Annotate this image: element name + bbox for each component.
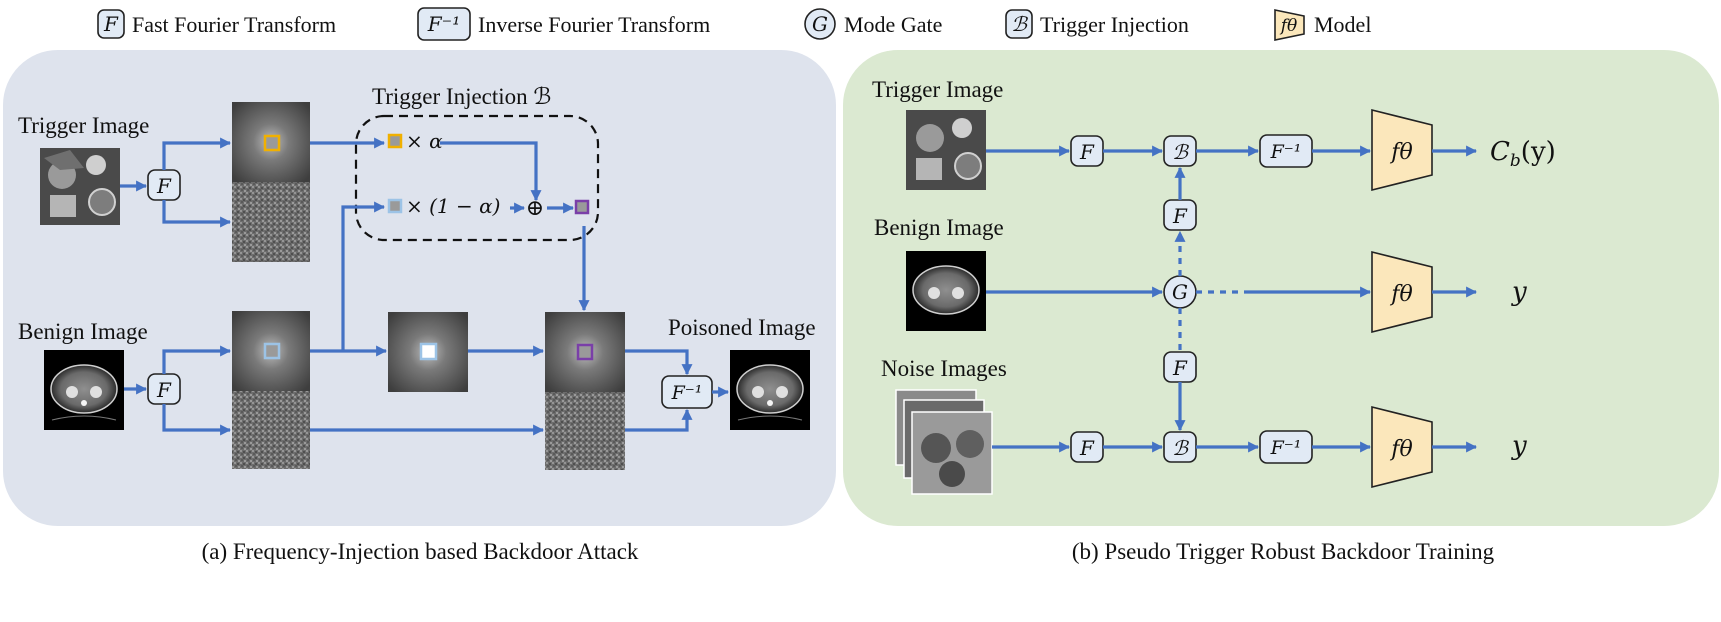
legend-inject-text: Trigger Injection bbox=[1040, 12, 1189, 37]
panel-a: Trigger Image Benign Image Poisoned Imag… bbox=[3, 50, 836, 526]
svg-text:F: F bbox=[1079, 436, 1095, 460]
a-alpha-term: × α bbox=[406, 129, 443, 153]
b-benign-label: Benign Image bbox=[874, 215, 1004, 240]
svg-text:F⁻¹: F⁻¹ bbox=[1270, 437, 1302, 459]
a-ifft-box: F⁻¹ bbox=[661, 375, 713, 409]
b-trigger-label: Trigger Image bbox=[872, 77, 1003, 102]
legend-gate-text: Mode Gate bbox=[844, 12, 942, 37]
b-ifft-box-top: F⁻¹ bbox=[1259, 134, 1313, 168]
svg-text:fθ: fθ bbox=[1389, 140, 1412, 165]
b-output-trigger: Cb(y) bbox=[1490, 137, 1556, 171]
legend-fft: F Fast Fourier Transform bbox=[97, 9, 336, 39]
a-trigger-image bbox=[40, 148, 120, 225]
a-poisoned-label: Poisoned Image bbox=[668, 315, 816, 340]
legend-ifft-text: Inverse Fourier Transform bbox=[478, 12, 710, 37]
legend-model-text: Model bbox=[1314, 12, 1371, 37]
svg-text:ℬ: ℬ bbox=[1172, 436, 1189, 460]
b-model-middle: fθ bbox=[1371, 250, 1433, 334]
b-model-top: fθ bbox=[1371, 108, 1433, 192]
svg-text:F: F bbox=[1079, 140, 1095, 164]
b-trigger-image bbox=[906, 110, 986, 190]
a-injected-patch bbox=[574, 199, 590, 215]
svg-text:F⁻¹: F⁻¹ bbox=[1270, 141, 1302, 163]
a-fft-box-trigger: F bbox=[147, 169, 181, 201]
b-noise-images bbox=[895, 389, 993, 495]
svg-text:ℬ: ℬ bbox=[1172, 140, 1189, 164]
legend-inject: ℬ Trigger Injection bbox=[1005, 9, 1189, 39]
a-trigger-amplitude-spectrum bbox=[232, 102, 310, 182]
svg-text:F: F bbox=[156, 174, 172, 198]
legend-gate-symbol: G bbox=[812, 12, 828, 36]
a-oplus-symbol: ⊕ bbox=[526, 196, 544, 221]
a-trigger-label: Trigger Image bbox=[18, 113, 149, 138]
b-ifft-box-bottom: F⁻¹ bbox=[1259, 430, 1313, 464]
a-alpha-patch bbox=[387, 133, 403, 149]
a-benign-image bbox=[44, 350, 124, 430]
b-noise-label: Noise Images bbox=[881, 356, 1007, 381]
a-benign-phase-spectrum bbox=[232, 391, 310, 469]
a-blue-patch bbox=[263, 342, 281, 360]
svg-text:G: G bbox=[1172, 280, 1188, 304]
b-output-noise: y bbox=[1511, 431, 1527, 461]
panel-a-caption: (a) Frequency-Injection based Backdoor A… bbox=[202, 539, 639, 564]
a-injection-title: Trigger Injection ℬ bbox=[372, 84, 552, 109]
legend-gate: G Mode Gate bbox=[804, 8, 942, 40]
a-purple-patch bbox=[576, 343, 594, 361]
a-benign-label: Benign Image bbox=[18, 319, 148, 344]
a-mixed-amplitude-spectrum bbox=[545, 312, 625, 392]
b-inject-box-top: ℬ bbox=[1163, 135, 1197, 167]
b-fft-box-noise: F bbox=[1070, 431, 1104, 463]
a-one-minus-alpha-patch bbox=[387, 198, 403, 214]
a-arrows bbox=[120, 137, 730, 436]
legend-fft-text: Fast Fourier Transform bbox=[132, 12, 336, 37]
b-arrows bbox=[986, 145, 1478, 453]
a-one-minus-alpha-term: × (1 − α) bbox=[406, 194, 500, 218]
svg-text:F: F bbox=[1172, 356, 1188, 380]
b-inject-box-bottom: ℬ bbox=[1163, 431, 1197, 463]
b-fft-box-gate-up: F bbox=[1163, 199, 1197, 231]
a-mixed-phase-spectrum bbox=[545, 392, 625, 470]
svg-text:F⁻¹: F⁻¹ bbox=[671, 382, 703, 404]
panel-b-caption: (b) Pseudo Trigger Robust Backdoor Train… bbox=[1072, 539, 1495, 564]
a-poisoned-image bbox=[730, 350, 810, 430]
svg-text:F: F bbox=[156, 378, 172, 402]
svg-text:fθ: fθ bbox=[1389, 437, 1412, 462]
panel-b-background bbox=[843, 50, 1719, 526]
legend: F Fast Fourier Transform F⁻¹ Inverse Fou… bbox=[97, 7, 1371, 41]
legend-model: fθ Model bbox=[1274, 9, 1371, 41]
svg-text:F: F bbox=[1172, 204, 1188, 228]
legend-model-symbol: fθ bbox=[1279, 16, 1298, 36]
b-benign-image bbox=[906, 251, 986, 331]
b-model-bottom: fθ bbox=[1371, 405, 1433, 489]
b-fft-box-gate-down: F bbox=[1163, 351, 1197, 383]
a-benign-amplitude-spectrum bbox=[232, 311, 310, 391]
a-trigger-phase-spectrum bbox=[232, 182, 310, 262]
b-output-benign: y bbox=[1511, 277, 1527, 307]
legend-ifft-symbol: F⁻¹ bbox=[427, 12, 460, 36]
a-masked-spectrum bbox=[388, 312, 468, 392]
legend-fft-symbol: F bbox=[103, 12, 119, 36]
panel-b: Trigger Image Benign Image Noise Images bbox=[843, 50, 1719, 526]
svg-text:fθ: fθ bbox=[1389, 282, 1412, 307]
legend-ifft: F⁻¹ Inverse Fourier Transform bbox=[417, 7, 710, 41]
svg-text:Cb(y): Cb(y) bbox=[1490, 137, 1556, 171]
b-mode-gate: G bbox=[1163, 275, 1197, 309]
a-injection-box bbox=[354, 114, 600, 242]
panel-a-background bbox=[3, 50, 836, 526]
legend-inject-symbol: ℬ bbox=[1011, 12, 1028, 36]
a-fft-box-benign: F bbox=[147, 373, 181, 405]
a-orange-patch bbox=[263, 134, 281, 152]
b-fft-box-trigger: F bbox=[1070, 135, 1104, 167]
